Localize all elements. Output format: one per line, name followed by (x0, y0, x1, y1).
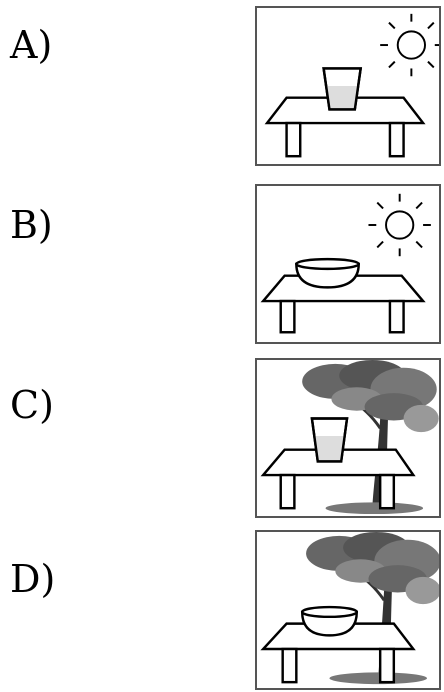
tree-icon (306, 532, 439, 685)
bowl-icon (300, 605, 358, 637)
bowl-icon (295, 257, 360, 289)
option-c-illustration (260, 360, 439, 515)
table-icon (260, 622, 416, 684)
option-b-label: B) (10, 203, 53, 247)
option-a-illustration (264, 13, 439, 158)
option-c-label: C) (10, 383, 54, 427)
cup-icon (310, 417, 349, 463)
sun-icon (380, 13, 439, 77)
option-c-picture (255, 358, 441, 518)
option-a-picture (255, 6, 441, 166)
option-d-illustration (260, 532, 439, 685)
option-d-label: D) (10, 557, 56, 601)
sun-icon (368, 193, 431, 257)
option-d-picture (255, 530, 441, 690)
option-a-label: A) (10, 23, 53, 67)
cup-icon (322, 67, 363, 111)
option-b-picture (255, 184, 441, 344)
option-b-illustration (260, 193, 431, 334)
